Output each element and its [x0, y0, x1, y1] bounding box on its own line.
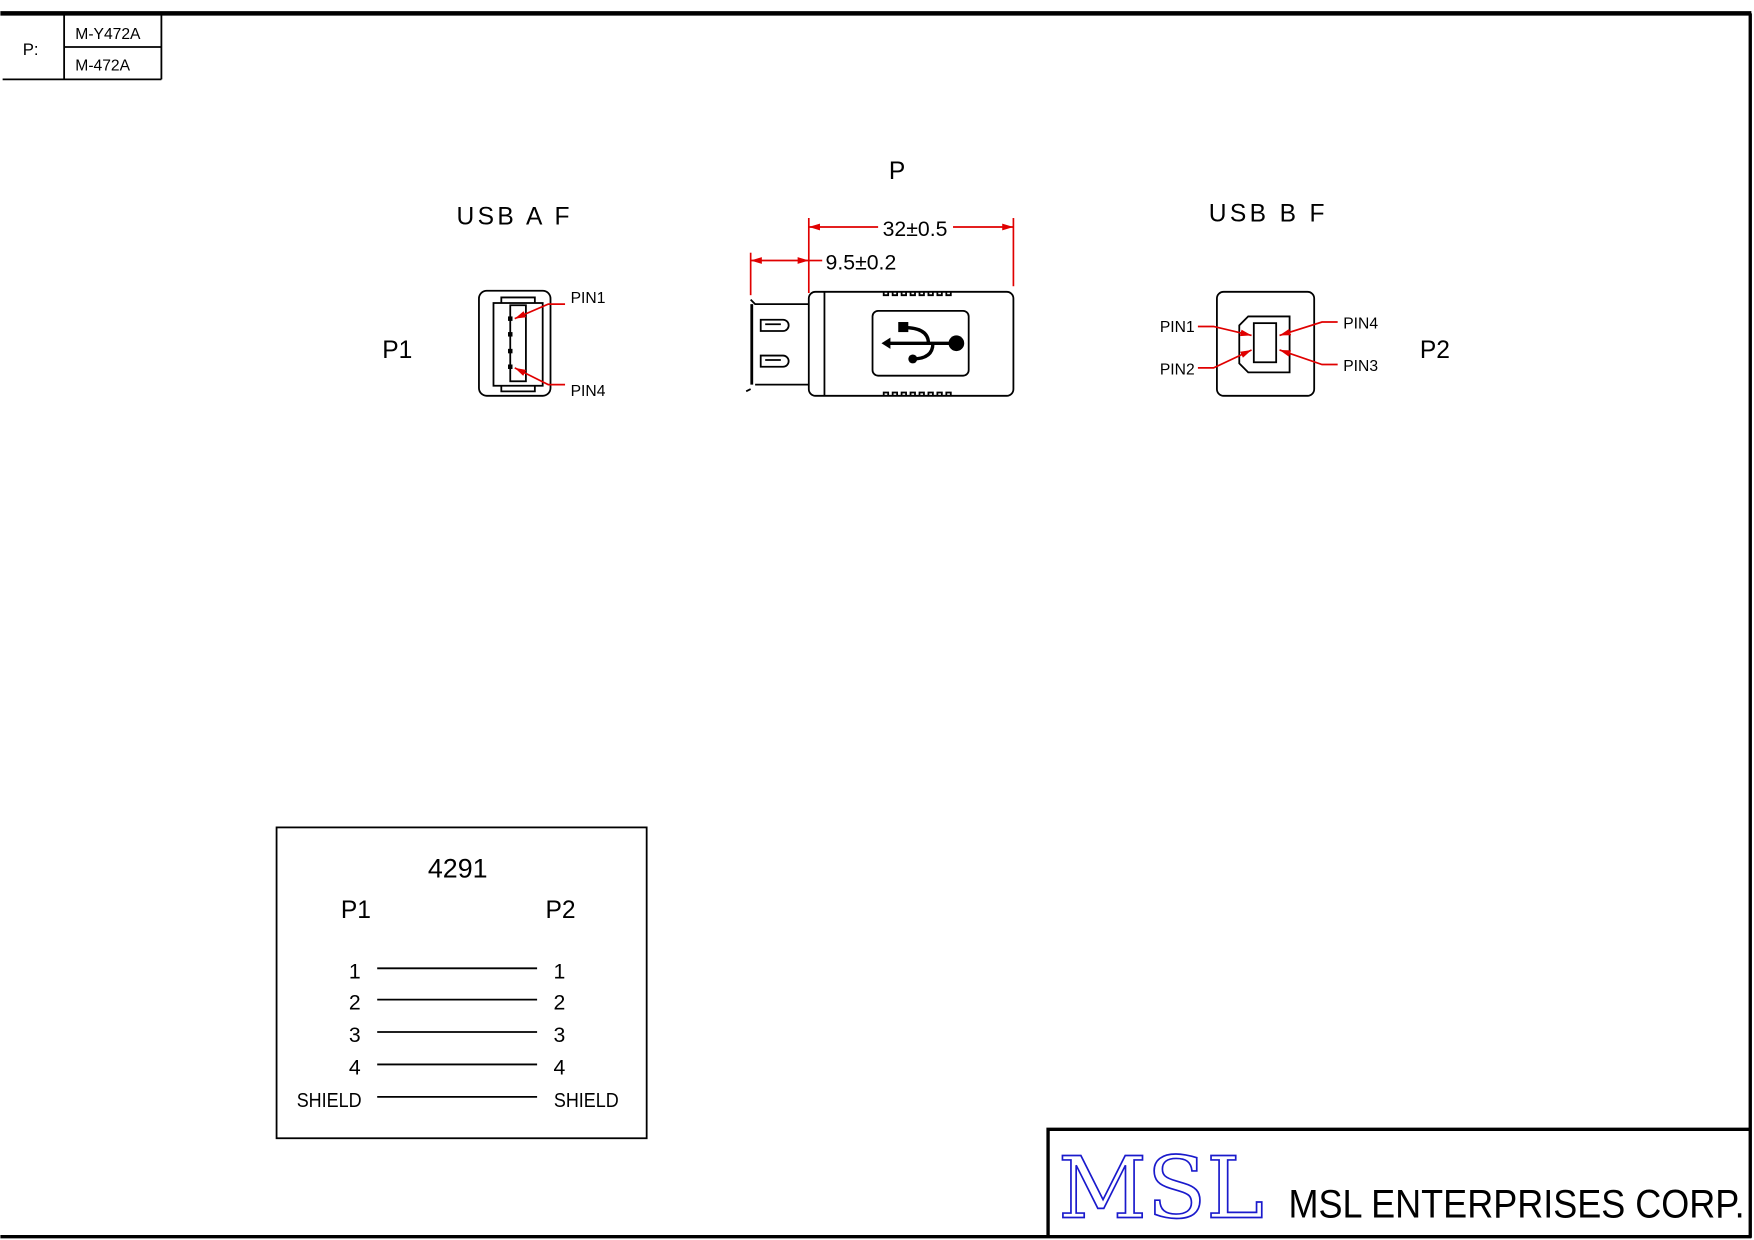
usb-icon — [881, 322, 965, 364]
right-pin: 4 — [554, 1056, 566, 1080]
msl-logo: MSL — [1058, 1140, 1264, 1239]
pin3-label: PIN3 — [1343, 358, 1378, 375]
pin2-label: PIN2 — [1160, 362, 1195, 379]
right-pin: 1 — [554, 959, 566, 983]
wiring-row: 3 3 — [349, 1023, 565, 1047]
right-pin: 3 — [554, 1023, 566, 1047]
left-pin: 4 — [349, 1056, 361, 1080]
usb-b-connector-view: USB B F P2 PIN1 PIN2 PIN4 PIN3 — [1160, 200, 1450, 397]
part-number: M-472A — [75, 57, 130, 74]
wiring-row: SHIELD SHIELD — [297, 1090, 619, 1112]
pin4-label: PIN4 — [571, 383, 606, 400]
part-label: P: — [23, 40, 39, 59]
company-name: MSL ENTERPRISES CORP. — [1288, 1182, 1744, 1227]
wiring-row: 2 2 — [349, 991, 565, 1015]
pin1-label: PIN1 — [1160, 319, 1195, 336]
left-pin: 1 — [349, 959, 361, 983]
wiring-title: 4291 — [428, 854, 488, 884]
left-pin: SHIELD — [297, 1090, 362, 1112]
wiring-row: 1 1 — [349, 959, 565, 983]
side-view-title: P — [889, 158, 905, 185]
contact-spring — [759, 318, 790, 368]
adapter-side-view: P 32±0.5 9.5±0.2 — [745, 158, 1015, 397]
usb-b-id: P2 — [1420, 337, 1450, 364]
left-pin: 2 — [349, 991, 361, 1015]
sheet-border — [0, 11, 1752, 1239]
pin1-label: PIN1 — [571, 290, 606, 307]
wiring-left-header: P1 — [341, 897, 371, 924]
usb-a-connector-view: USB A F P1 PIN1 PIN4 — [382, 204, 605, 400]
right-pin: 2 — [554, 991, 566, 1015]
title-block: MSL MSL ENTERPRISES CORP. — [1046, 1127, 1751, 1239]
dimension-front-length: 9.5±0.2 — [826, 250, 897, 274]
wiring-row: 4 4 — [349, 1056, 566, 1080]
pin4-label: PIN4 — [1343, 316, 1378, 333]
part-number-table: P: M-Y472A M-472A — [2, 13, 163, 81]
right-pin: SHIELD — [554, 1090, 619, 1112]
dimension-overall-length: 32±0.5 — [883, 217, 948, 241]
usb-b-title: USB B F — [1209, 200, 1328, 227]
part-number: M-Y472A — [75, 26, 141, 43]
usb-a-id: P1 — [382, 337, 412, 364]
wiring-right-header: P2 — [546, 897, 576, 924]
wiring-table: 4291 P1 P2 1 1 2 2 3 3 4 4 SHIELD SHIELD — [275, 826, 648, 1140]
left-pin: 3 — [349, 1023, 361, 1047]
usb-a-title: USB A F — [457, 204, 573, 231]
